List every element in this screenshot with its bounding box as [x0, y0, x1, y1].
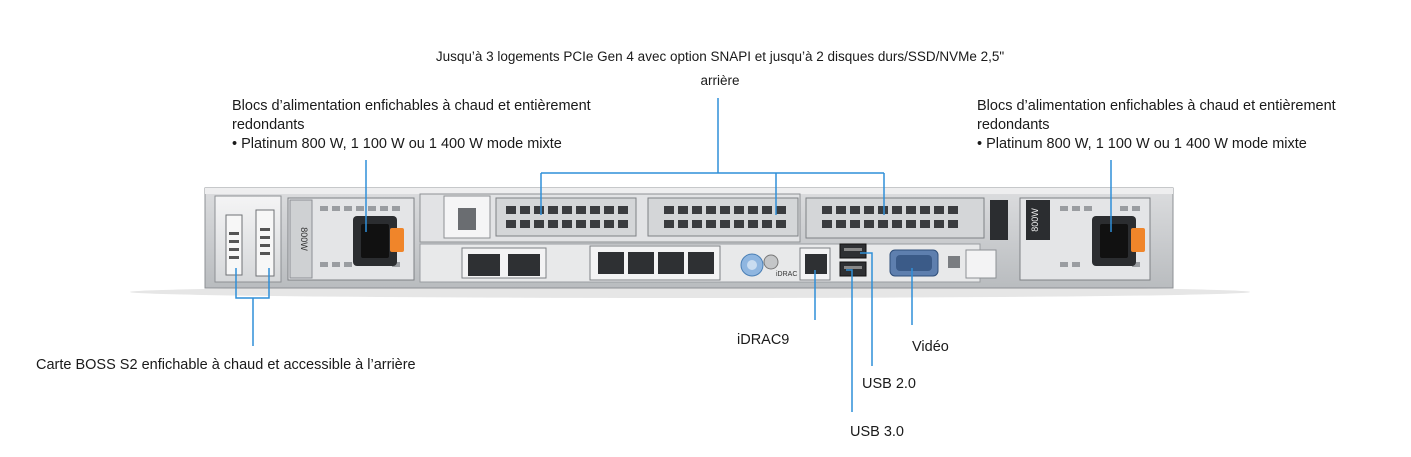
lom-ports[interactable] [461, 247, 547, 279]
psu-right[interactable]: 800W [1019, 197, 1151, 281]
usb-ports[interactable] [839, 243, 867, 277]
psu-left-callout: Blocs d’alimentation enfichables à chaud… [232, 97, 591, 154]
psu-right-line2: redondants [977, 117, 1050, 133]
psu-left-line1: Blocs d’alimentation enfichables à chaud… [232, 98, 591, 114]
pcie-callout: Jusqu’à 3 logements PCIe Gen 4 avec opti… [370, 45, 1070, 93]
idrac-port-label: iDRAC [776, 271, 797, 278]
leader-lines [235, 98, 1112, 412]
pcie-callout-line1: Jusqu’à 3 logements PCIe Gen 4 avec opti… [435, 49, 1005, 64]
pcie-slot-2[interactable] [647, 197, 799, 237]
usb3-callout: USB 3.0 [850, 424, 904, 440]
psu-right-rating: 800W [1030, 208, 1040, 232]
pcie-slot-1[interactable] [495, 197, 637, 237]
usb2-callout: USB 2.0 [862, 376, 916, 392]
psu-left-bullet: • Platinum 800 W, 1 100 W ou 1 400 W mod… [232, 136, 562, 152]
psu-left-line2: redondants [232, 117, 305, 133]
pcie-callout-line2: arrière [700, 73, 740, 88]
psu-right-line1: Blocs d’alimentation enfichables à chaud… [977, 98, 1336, 114]
psu-right-latch[interactable] [1131, 228, 1145, 252]
vga-port[interactable] [889, 249, 939, 277]
misc-rear-ports [948, 249, 997, 279]
system-id-button[interactable]: iDRAC [740, 253, 797, 278]
psu-right-callout: Blocs d’alimentation enfichables à chaud… [977, 97, 1336, 154]
boss-card[interactable] [214, 195, 282, 283]
boss-callout: Carte BOSS S2 enfichable à chaud et acce… [36, 357, 416, 373]
psu-left-latch[interactable] [390, 228, 404, 252]
psu-right-bullet: • Platinum 800 W, 1 100 W ou 1 400 W mod… [977, 136, 1307, 152]
psu-left-rating: 800W [299, 227, 309, 251]
psu-left[interactable]: 800W [287, 197, 415, 281]
pcie-slot-3[interactable] [805, 197, 1008, 240]
chassis-top-edge [205, 188, 1173, 194]
video-callout: Vidéo [912, 339, 949, 355]
leader-usb3 [846, 269, 853, 412]
chassis-shadow [130, 286, 1250, 298]
leader-usb2 [860, 252, 873, 366]
ocp-nic-ports[interactable] [589, 245, 721, 281]
idrac-callout: iDRAC9 [737, 332, 790, 348]
